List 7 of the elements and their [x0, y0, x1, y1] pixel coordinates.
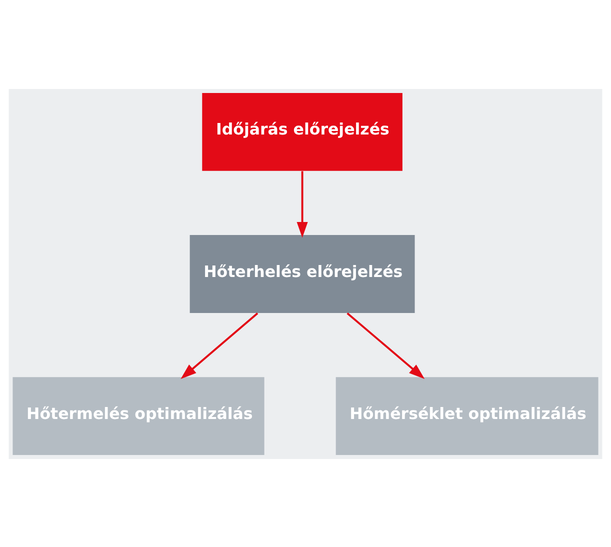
- node-box: Hőmérséklet optimalizálás: [336, 376, 598, 455]
- node-box: Időjárás előrejelzés: [202, 92, 402, 170]
- arrow: [180, 312, 258, 379]
- node-box: Hőterhelés előrejelzés: [190, 234, 415, 312]
- arrow: [296, 170, 308, 238]
- node-box: Hőtermelés optimalizálás: [12, 376, 264, 455]
- arrow: [346, 312, 425, 379]
